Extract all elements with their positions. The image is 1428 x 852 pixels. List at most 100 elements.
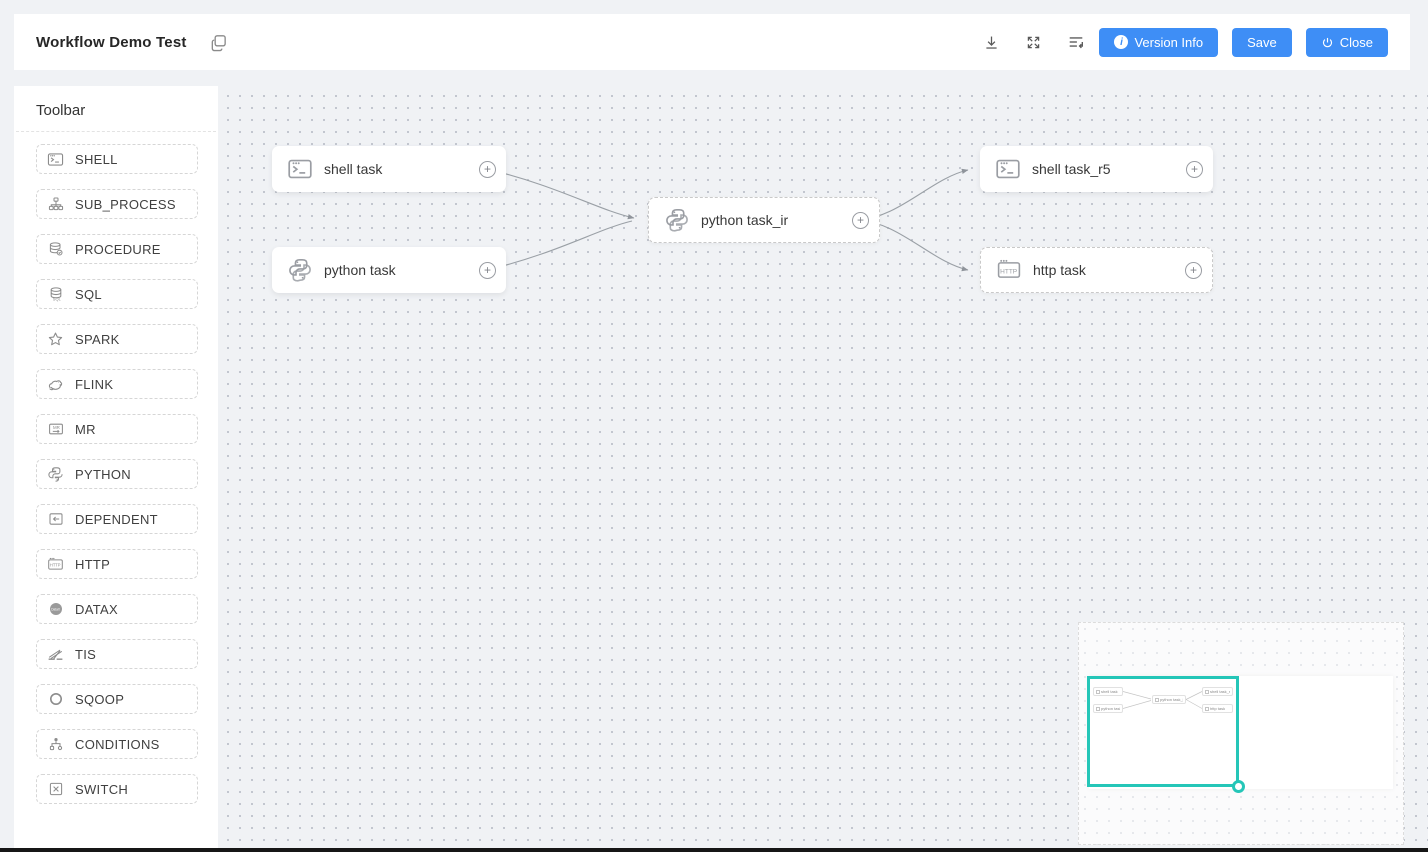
power-icon <box>1321 36 1334 49</box>
task-node-python-task-ir[interactable]: python task_ir + <box>648 197 880 243</box>
info-icon: i <box>1114 35 1129 49</box>
toolbar-item-http[interactable]: HTTP HTTP <box>36 549 198 579</box>
toolbar-item-label: HTTP <box>75 556 111 572</box>
shell-icon <box>286 156 313 183</box>
header-bar: Workflow Demo Test <box>14 14 1410 70</box>
format-dag-icon[interactable] <box>1067 33 1085 51</box>
task-node-python-task[interactable]: python task + <box>272 247 506 293</box>
sqoop-icon <box>47 691 64 708</box>
conditions-icon <box>47 736 64 753</box>
minimap-node: python task_ir <box>1152 695 1186 704</box>
task-node-shell-task[interactable]: shell task + <box>272 146 506 192</box>
toolbar-item-flink[interactable]: FLINK <box>36 369 198 399</box>
toolbar-item-mr[interactable]: MR MR <box>36 414 198 444</box>
toolbar-item-conditions[interactable]: CONDITIONS <box>36 729 198 759</box>
task-node-label: python task_ir <box>701 212 789 228</box>
toolbar-item-sql[interactable]: SQL SQL <box>36 279 198 309</box>
add-edge-button[interactable]: + <box>852 211 869 229</box>
toolbar-item-label: SUB_PROCESS <box>75 196 176 212</box>
toolbar-item-sqoop[interactable]: SQOOP <box>36 684 198 714</box>
shell-icon <box>1096 689 1100 694</box>
download-workflow-icon[interactable] <box>983 33 1001 51</box>
datax-icon: DataX <box>47 601 64 618</box>
http-icon: HTTP <box>995 257 1022 284</box>
python-icon <box>286 257 313 284</box>
minimap-resize-handle[interactable] <box>1232 780 1245 793</box>
toolbar-item-label: FLINK <box>75 376 114 392</box>
toolbar-separator <box>16 131 216 132</box>
toolbar-item-python[interactable]: PYTHON <box>36 459 198 489</box>
task-node-label: shell task <box>324 161 383 177</box>
task-node-label: python task <box>324 262 396 278</box>
close-button[interactable]: Close <box>1305 27 1388 57</box>
toolbar-item-label: PYTHON <box>75 466 131 482</box>
task-node-http-task[interactable]: HTTP http task + <box>980 247 1213 293</box>
toolbar-item-label: PROCEDURE <box>75 241 161 257</box>
minimap-node: python task <box>1093 704 1123 713</box>
toolbar-item-procedure[interactable]: PROCEDURE <box>36 234 198 264</box>
python-icon <box>1155 697 1159 702</box>
save-label: Save <box>1247 34 1277 50</box>
shell-icon <box>994 156 1021 183</box>
toolbar-item-label: DATAX <box>75 601 118 617</box>
toolbar-list: SHELL SUB_PROCESS <box>14 132 218 804</box>
svg-text:HTTP: HTTP <box>50 562 61 567</box>
close-label: Close <box>1339 34 1373 50</box>
python-icon <box>663 207 690 234</box>
task-node-shell-task-r5[interactable]: shell task_r5 + <box>980 146 1213 192</box>
minimap-node: shell task <box>1093 687 1123 696</box>
toolbar-sidebar: Toolbar SHELL <box>14 86 218 848</box>
task-node-label: shell task_r5 <box>1032 161 1111 177</box>
toolbar-item-tis[interactable]: TIS <box>36 639 198 669</box>
toolbar-item-label: SWITCH <box>75 781 129 797</box>
minimap-panel[interactable]: shell task python task python task_ir sh… <box>1078 622 1404 845</box>
minimap-node: http task <box>1202 704 1233 713</box>
spark-icon <box>47 331 64 348</box>
tis-icon <box>47 646 64 663</box>
toolbar-item-shell[interactable]: SHELL <box>36 144 198 174</box>
dag-canvas[interactable]: shell task + python task + <box>218 86 1428 848</box>
svg-text:HTTP: HTTP <box>1000 268 1017 275</box>
task-node-label: http task <box>1033 262 1086 278</box>
svg-text:DataX: DataX <box>51 608 61 612</box>
toolbar-item-label: CONDITIONS <box>75 736 160 752</box>
toolbar-item-label: SQOOP <box>75 691 125 707</box>
toolbar-item-sub-process[interactable]: SUB_PROCESS <box>36 189 198 219</box>
workflow-title: Workflow Demo Test <box>36 33 187 51</box>
add-edge-button[interactable]: + <box>479 261 496 279</box>
shell-icon <box>1205 689 1209 694</box>
http-icon <box>1205 706 1209 711</box>
minimap-node: shell task_r5 <box>1202 687 1233 696</box>
copy-name-icon[interactable] <box>209 32 229 52</box>
svg-text:SQL: SQL <box>52 296 61 301</box>
toolbar-item-spark[interactable]: SPARK <box>36 324 198 354</box>
python-icon <box>47 466 64 483</box>
dependent-icon <box>47 511 64 528</box>
flink-icon <box>47 376 64 393</box>
toolbar-item-label: SPARK <box>75 331 120 347</box>
add-edge-button[interactable]: + <box>1186 160 1203 178</box>
svg-text:MR: MR <box>52 425 59 430</box>
toolbar-item-datax[interactable]: DataX DATAX <box>36 594 198 624</box>
toolbar-item-dependent[interactable]: DEPENDENT <box>36 504 198 534</box>
sub-process-icon <box>47 196 64 213</box>
fullscreen-icon[interactable] <box>1025 33 1043 51</box>
add-edge-button[interactable]: + <box>1185 261 1202 279</box>
procedure-icon <box>47 241 64 258</box>
toolbar-title: Toolbar <box>36 102 86 119</box>
save-button[interactable]: Save <box>1232 27 1292 57</box>
add-edge-button[interactable]: + <box>479 160 496 178</box>
toolbar-item-label: SQL <box>75 286 102 302</box>
toolbar-item-switch[interactable]: SWITCH <box>36 774 198 804</box>
toolbar-item-label: MR <box>75 421 96 437</box>
http-icon: HTTP <box>47 556 64 573</box>
toolbar-item-label: TIS <box>75 646 97 662</box>
shell-icon <box>47 151 64 168</box>
version-info-label: Version Info <box>1134 34 1204 50</box>
toolbar-item-label: DEPENDENT <box>75 511 158 527</box>
version-info-button[interactable]: i Version Info <box>1099 27 1219 57</box>
minimap-viewport[interactable] <box>1087 676 1245 793</box>
python-icon <box>1096 706 1100 711</box>
toolbar-item-label: SHELL <box>75 151 118 167</box>
